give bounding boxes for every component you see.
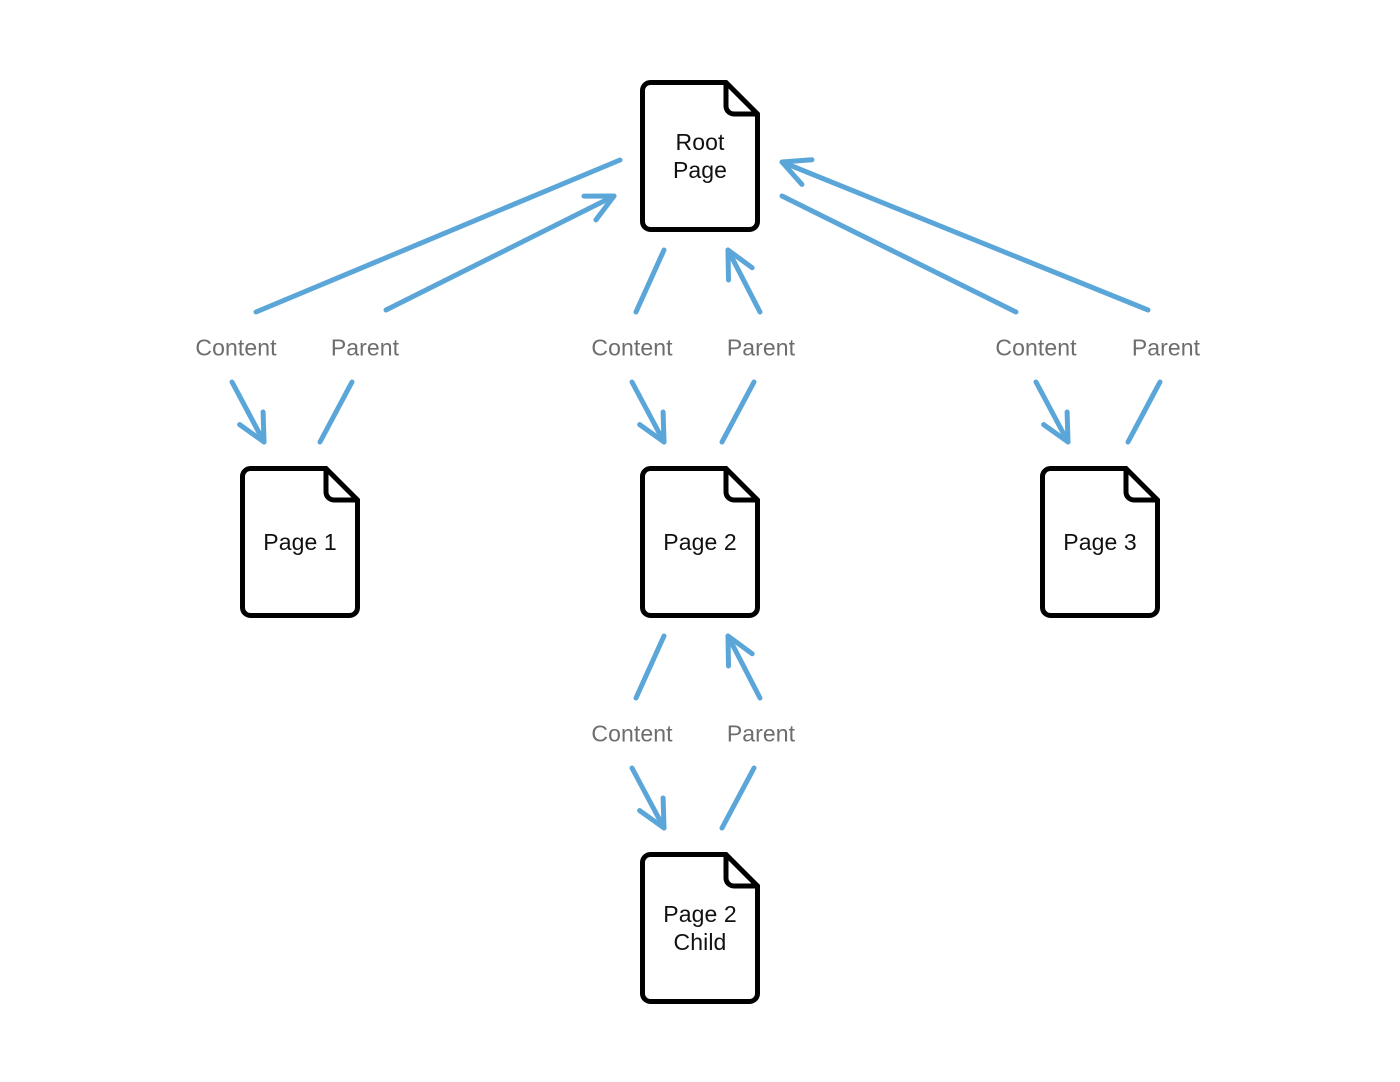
edge-line — [1033, 379, 1071, 445]
edge-parent-upper — [725, 633, 763, 701]
arrowhead-icon — [237, 409, 267, 445]
edge-parent-upper — [383, 193, 617, 313]
edge-parent-upper — [725, 247, 763, 315]
edge-line — [629, 379, 667, 445]
edge-content-lower — [629, 765, 667, 831]
arrowhead-icon — [581, 193, 617, 223]
edge-line — [229, 379, 267, 445]
edge-content-upper — [253, 157, 623, 315]
edge-line — [383, 193, 617, 313]
arrowhead-icon — [779, 157, 815, 187]
edge-line — [779, 159, 1151, 313]
edge-parent-lower — [719, 379, 757, 445]
edge-content-lower — [229, 379, 267, 445]
edge-label-content: Content — [591, 720, 673, 747]
folded-corner-icon — [1123, 466, 1160, 503]
document-icon — [640, 466, 760, 618]
document-body — [240, 466, 360, 618]
page-node-root[interactable]: Root Page — [640, 80, 760, 232]
edge-parent-lower — [1125, 379, 1163, 445]
edge-parent-lower — [719, 765, 757, 831]
edge-parent-upper — [779, 157, 1151, 313]
edge-line — [633, 247, 667, 315]
edge-content-upper — [779, 193, 1019, 315]
page-node-label: Root Page — [672, 128, 728, 183]
edge-line — [317, 379, 355, 445]
arrowhead-icon — [1041, 409, 1071, 445]
page-node-page2[interactable]: Page 2 — [640, 466, 760, 618]
edge-line — [253, 157, 623, 315]
edge-label-content: Content — [195, 334, 277, 361]
folded-corner-icon — [723, 466, 760, 503]
document-body — [640, 80, 760, 232]
document-icon — [240, 466, 360, 618]
edge-line — [1125, 379, 1163, 445]
edge-label-parent: Parent — [1131, 334, 1201, 361]
page-node-label: Page 2 — [663, 528, 737, 555]
edge-label-content: Content — [995, 334, 1077, 361]
document-body — [640, 466, 760, 618]
folded-corner-icon — [323, 466, 360, 503]
edge-line — [779, 193, 1019, 315]
page-node-page1[interactable]: Page 1 — [240, 466, 360, 618]
page-node-page3[interactable]: Page 3 — [1040, 466, 1160, 618]
page-node-label: Page 1 — [263, 528, 337, 555]
edge-label-content: Content — [591, 334, 673, 361]
edge-line — [719, 379, 757, 445]
arrowhead-icon — [637, 409, 667, 445]
document-body — [640, 852, 760, 1004]
document-icon — [640, 80, 760, 232]
document-body — [1040, 466, 1160, 618]
edge-content-lower — [1033, 379, 1071, 445]
edge-content-upper — [633, 247, 667, 315]
page-node-label: Page 2 Child — [663, 900, 737, 955]
folded-corner-icon — [723, 852, 760, 889]
folded-corner-icon — [723, 80, 760, 117]
edge-line — [633, 633, 667, 701]
edge-parent-lower — [317, 379, 355, 445]
page-node-page2child[interactable]: Page 2 Child — [640, 852, 760, 1004]
edge-line — [725, 633, 763, 701]
arrowhead-icon — [725, 633, 755, 669]
edge-content-lower — [629, 379, 667, 445]
edge-label-parent: Parent — [726, 334, 796, 361]
document-icon — [1040, 466, 1160, 618]
edge-content-upper — [633, 633, 667, 701]
edge-line — [719, 765, 757, 831]
page-node-label: Page 3 — [1063, 528, 1137, 555]
arrowhead-icon — [725, 247, 755, 283]
arrowhead-icon — [637, 795, 667, 831]
edge-line — [629, 765, 667, 831]
edge-label-parent: Parent — [330, 334, 400, 361]
edge-label-parent: Parent — [726, 720, 796, 747]
edge-line — [725, 247, 763, 315]
document-icon — [640, 852, 760, 1004]
